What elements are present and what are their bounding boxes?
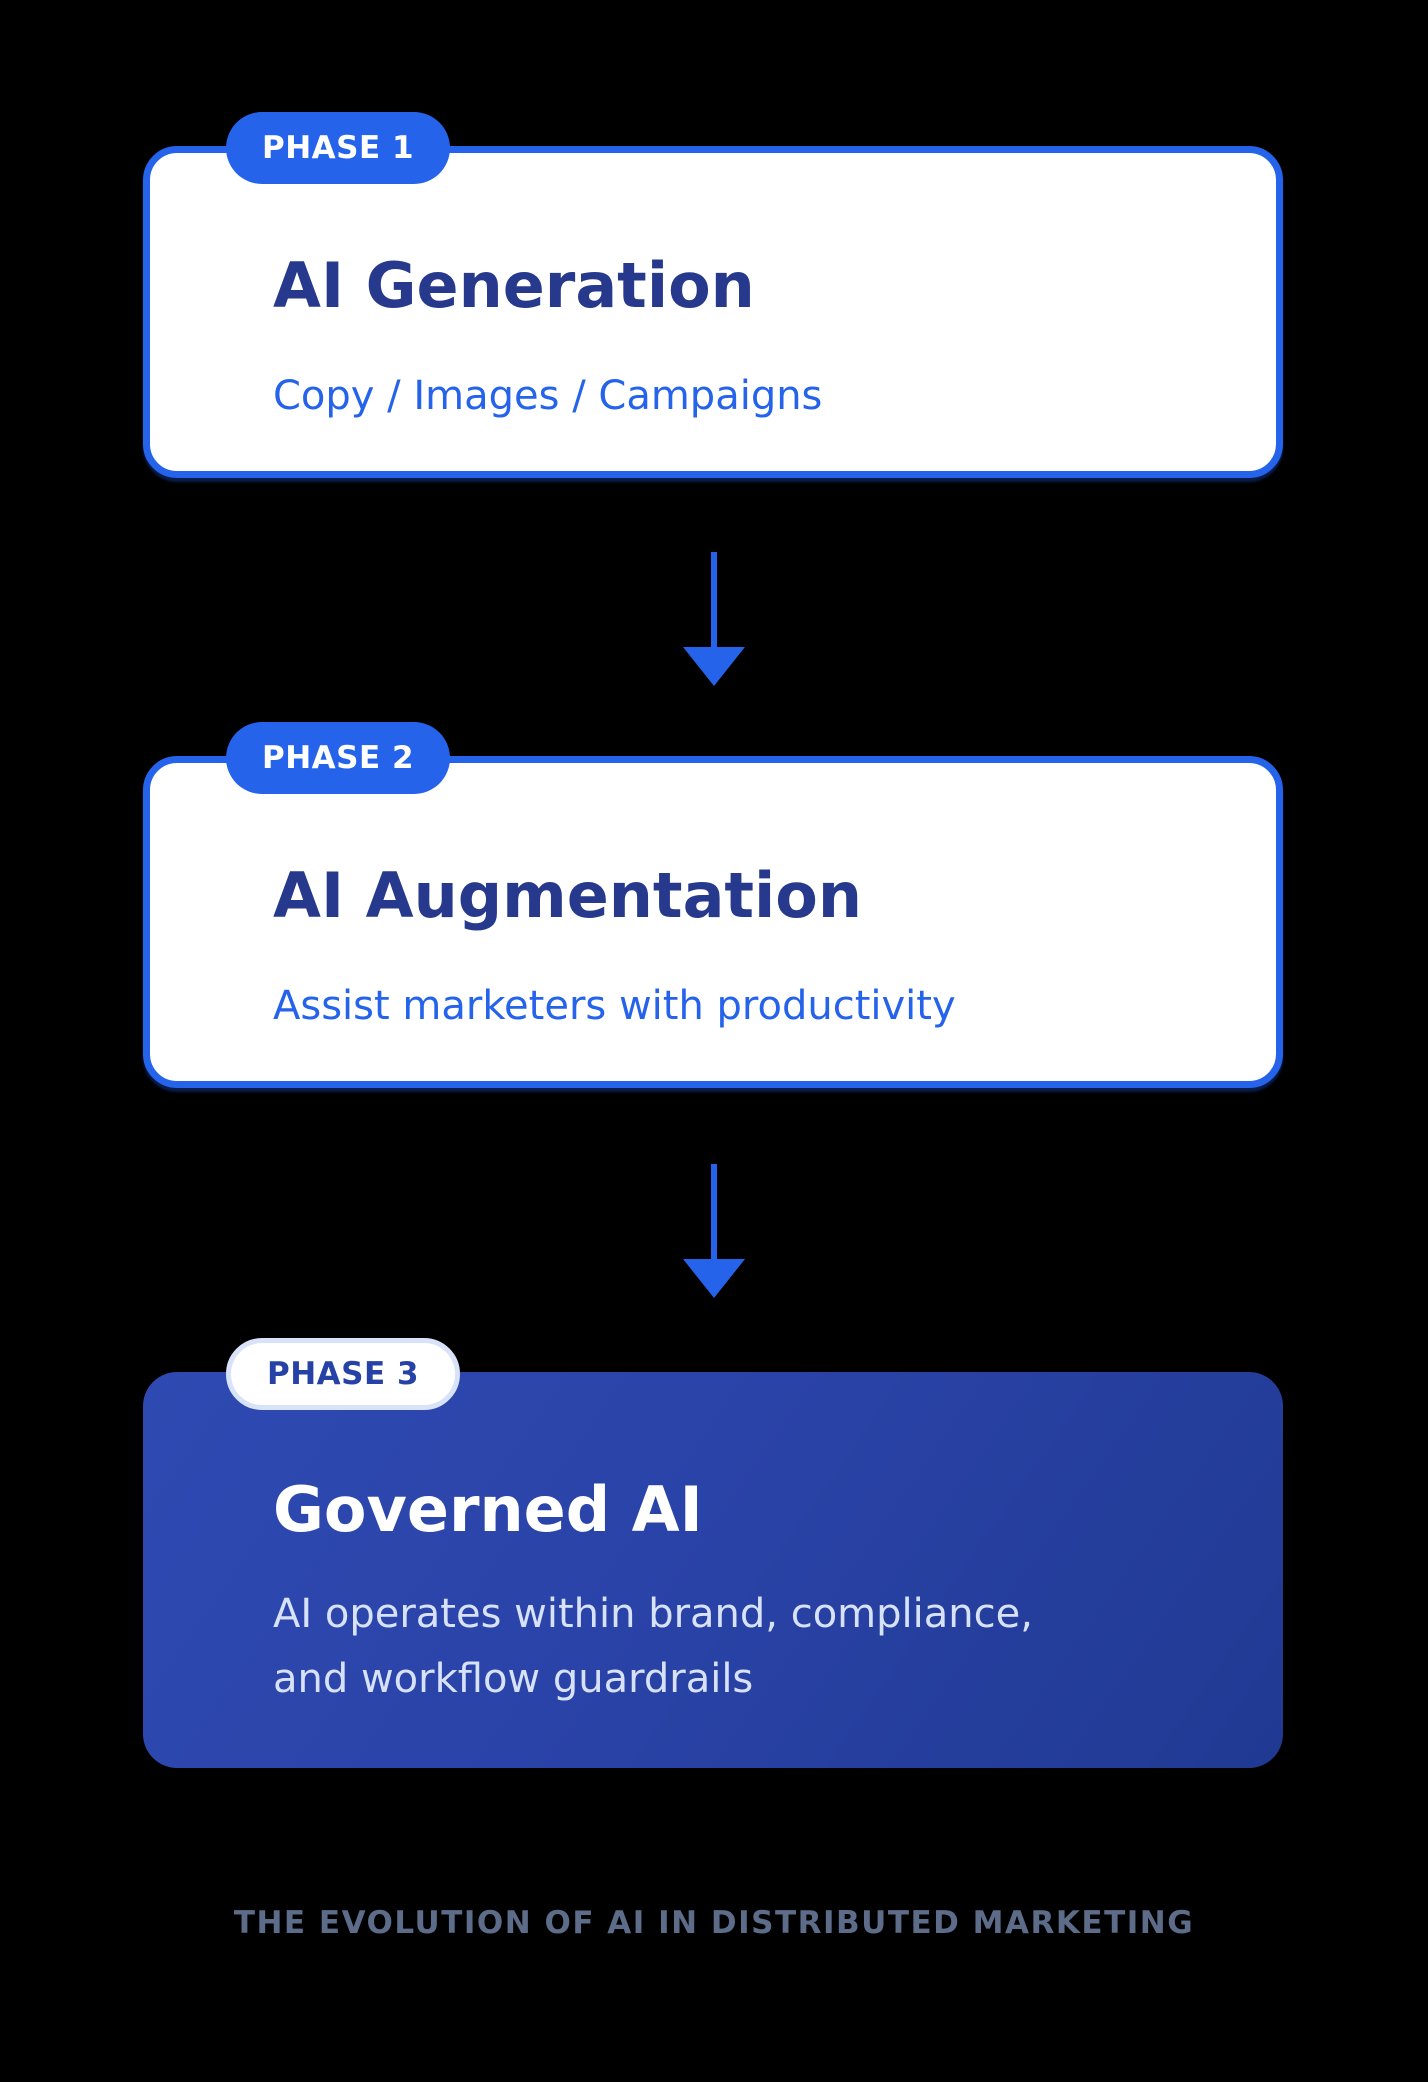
phase-1-card: AI Generation Copy / Images / Campaigns — [143, 146, 1283, 478]
phase-2-subtitle-line: Assist marketers with productivity — [273, 983, 956, 1030]
phase-2-subtitle: Assist marketers with productivity — [273, 974, 1216, 1039]
phase-1-subtitle-line: Copy / Images / Campaigns — [273, 373, 823, 420]
phase-2-badge: PHASE 2 — [226, 722, 451, 794]
phase-1-subtitle: Copy / Images / Campaigns — [273, 364, 1216, 429]
arrow-down-icon-2 — [683, 1164, 745, 1298]
phase-1-title: AI Generation — [273, 249, 755, 322]
phase-3-subtitle-line-2: and workflow guardrails — [273, 1655, 754, 1702]
phase-3-subtitle: AI operates within brand, compliance, an… — [273, 1582, 1223, 1712]
phase-3-title: Governed AI — [273, 1473, 703, 1546]
phase-3-subtitle-line-1: AI operates within brand, compliance, — [273, 1591, 1033, 1638]
phase-2-title: AI Augmentation — [273, 859, 863, 932]
arrow-down-icon-1 — [683, 552, 745, 686]
footer-caption: THE EVOLUTION OF AI IN DISTRIBUTED MARKE… — [233, 1905, 1195, 1941]
phase-3-card: Governed AI AI operates within brand, co… — [143, 1372, 1283, 1768]
phase-1-badge: PHASE 1 — [226, 112, 451, 184]
phase-2-card: AI Augmentation Assist marketers with pr… — [143, 756, 1283, 1088]
phase-3-badge: PHASE 3 — [226, 1338, 461, 1410]
